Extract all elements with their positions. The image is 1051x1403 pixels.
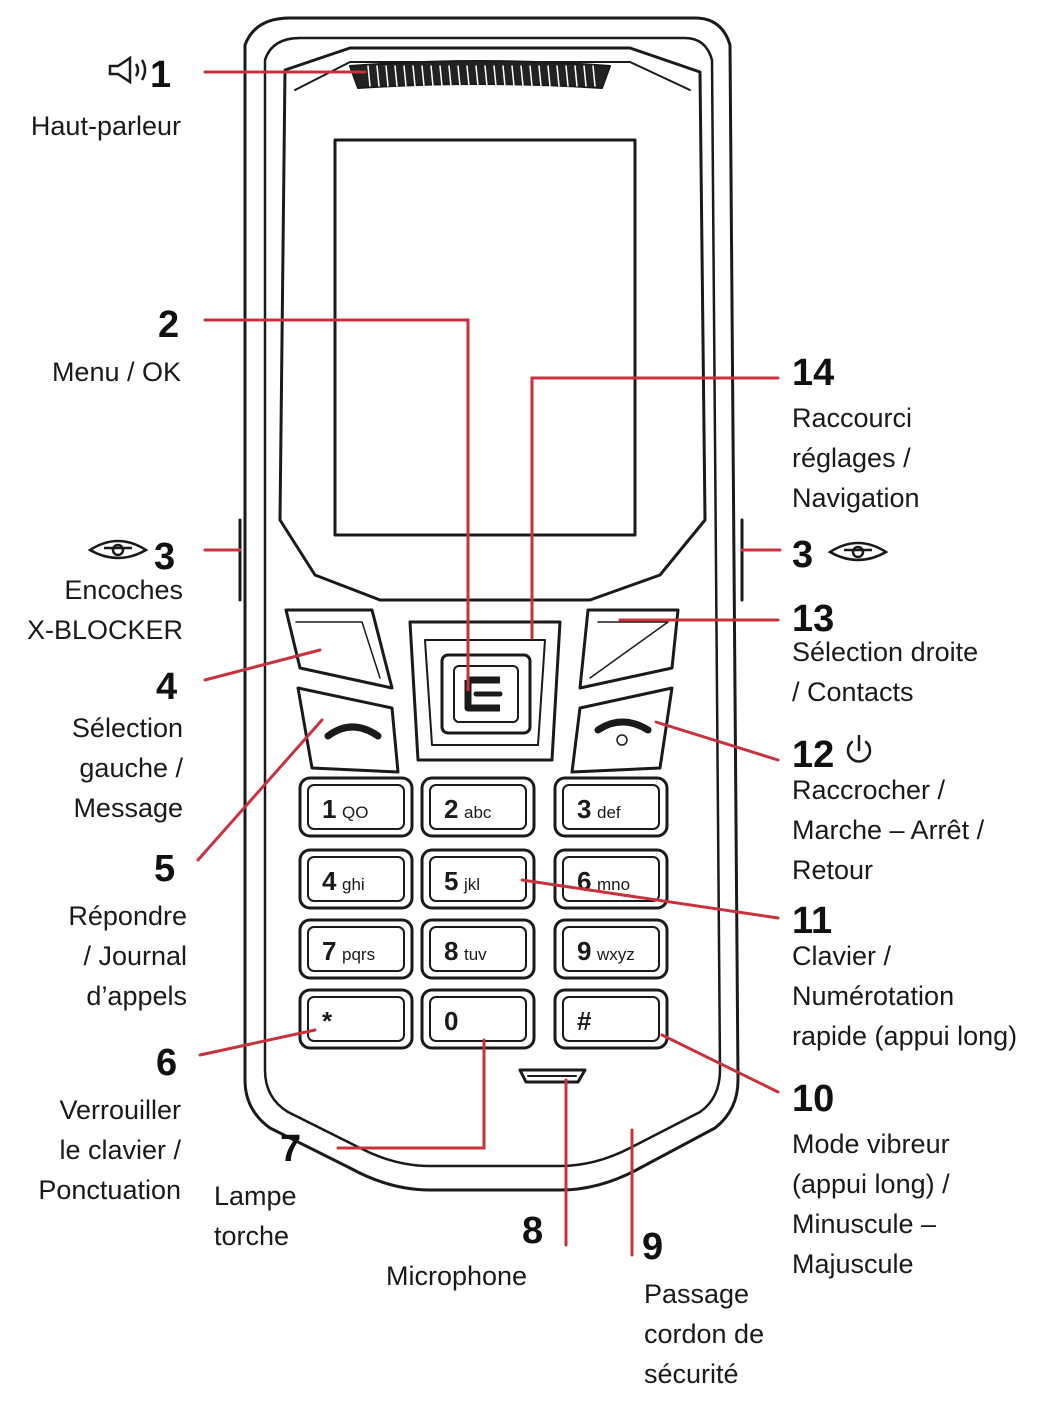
key-8-letters: tuv bbox=[464, 945, 487, 964]
leader-lines bbox=[196, 70, 782, 1257]
callout-label-1: Haut-parleur bbox=[30, 111, 181, 141]
key-4-digit: 4 bbox=[322, 866, 337, 896]
microphone-slot bbox=[518, 1068, 587, 1084]
key-7-letters: pqrs bbox=[342, 945, 375, 964]
key-star-digit: * bbox=[322, 1006, 333, 1036]
key-3: 3 def bbox=[553, 776, 669, 838]
key-0-digit: 0 bbox=[444, 1006, 458, 1036]
leader-2 bbox=[203, 318, 470, 692]
callout-number-4: 4 bbox=[156, 666, 178, 708]
left-soft-key bbox=[284, 608, 394, 690]
key-4: 4 ghi bbox=[298, 848, 414, 910]
callout-number-13: 13 bbox=[792, 598, 835, 640]
top-bezel bbox=[278, 46, 707, 602]
callout-label-11: Clavier / Numérotation rapide (appui lon… bbox=[792, 941, 1018, 1051]
callout-label-13: Sélection droite / Contacts bbox=[792, 637, 979, 707]
phone-body-inner bbox=[263, 36, 722, 1168]
callout-number-2: 2 bbox=[158, 304, 180, 346]
callout-number-6: 6 bbox=[156, 1042, 178, 1084]
leader-10 bbox=[660, 1033, 780, 1094]
callout-label-8: Microphone bbox=[386, 1261, 528, 1291]
callout-number-14: 14 bbox=[792, 352, 835, 394]
x-blocker-notch-icon bbox=[827, 541, 889, 562]
callout-number-9: 9 bbox=[642, 1226, 664, 1268]
key-2: 2 abc bbox=[420, 776, 536, 838]
key-9-digit: 9 bbox=[577, 936, 591, 966]
key-3-digit: 3 bbox=[577, 794, 591, 824]
key-1-digit: 1 bbox=[322, 794, 336, 824]
callout-label-5: Répondre / Journal d’appels bbox=[68, 901, 187, 1011]
leader-11 bbox=[520, 878, 780, 920]
key-7: 7 pqrs bbox=[298, 918, 414, 980]
callout-number-3-right: 3 bbox=[792, 534, 814, 576]
navigation-key bbox=[408, 620, 562, 762]
callout-label-4: Sélection gauche / Message bbox=[71, 713, 183, 823]
phone-hangup-icon bbox=[594, 718, 652, 734]
callout-label-9: Passage cordon de sécurité bbox=[644, 1279, 765, 1389]
key-5-letters: jkl bbox=[463, 875, 480, 894]
right-soft-key bbox=[578, 608, 680, 690]
phone-body-outer bbox=[243, 16, 740, 1192]
callout-label-6: Verrouiller le clavier / Ponctuation bbox=[38, 1095, 181, 1205]
key-4-letters: ghi bbox=[342, 875, 365, 894]
key-1: 1 QO bbox=[298, 776, 414, 838]
key-9-letters: wxyz bbox=[596, 945, 635, 964]
leader-12 bbox=[654, 720, 780, 762]
callout-label-10: Mode vibreur (appui long) / Minuscule – … bbox=[792, 1129, 950, 1279]
x-blocker-notch-icon bbox=[87, 539, 149, 560]
key-6-letters: mno bbox=[597, 875, 630, 894]
key-3-letters: def bbox=[597, 803, 621, 822]
power-icon bbox=[846, 734, 872, 763]
callout-label-7: Lampe torche bbox=[214, 1181, 297, 1251]
menu-ok-key bbox=[440, 653, 532, 735]
callout-number-11: 11 bbox=[792, 900, 833, 942]
key-star: * bbox=[298, 988, 414, 1050]
callout-number-10: 10 bbox=[792, 1078, 835, 1120]
key-2-digit: 2 bbox=[444, 794, 458, 824]
key-5-digit: 5 bbox=[444, 866, 458, 896]
callout-number-3-left: 3 bbox=[154, 536, 176, 578]
speaker-icon bbox=[108, 55, 147, 85]
key-8-digit: 8 bbox=[444, 936, 458, 966]
phone-answer-icon bbox=[324, 723, 382, 740]
key-8: 8 tuv bbox=[420, 918, 536, 980]
key-hash-digit: # bbox=[577, 1006, 592, 1036]
callout-label-3: Encoches X-BLOCKER bbox=[26, 575, 183, 645]
callout-number-1: 1 bbox=[150, 54, 172, 96]
key-hash: # bbox=[553, 988, 669, 1050]
leader-6 bbox=[198, 1028, 317, 1057]
answer-key bbox=[296, 686, 400, 774]
callout-number-12: 12 bbox=[792, 734, 835, 776]
screen bbox=[333, 138, 637, 537]
callout-label-12: Raccrocher / Marche – Arrêt / Retour bbox=[792, 775, 985, 885]
key-2-letters: abc bbox=[464, 803, 492, 822]
speaker-grille bbox=[349, 60, 611, 89]
hangup-key bbox=[570, 686, 674, 774]
key-0: 0 bbox=[420, 988, 536, 1050]
leader-7 bbox=[336, 1038, 486, 1150]
leader-14 bbox=[530, 376, 780, 640]
callout-number-7: 7 bbox=[280, 1128, 302, 1170]
key-5: 5 jkl bbox=[420, 848, 536, 910]
callout-number-5: 5 bbox=[154, 848, 176, 890]
key-7-digit: 7 bbox=[322, 936, 336, 966]
key-1-letters: QO bbox=[342, 803, 368, 822]
leader-4 bbox=[203, 648, 322, 682]
callout-label-2: Menu / OK bbox=[51, 357, 181, 387]
callout-label-14: Raccourci réglages / Navigation bbox=[792, 403, 920, 513]
leader-5 bbox=[196, 718, 324, 862]
key-9: 9 wxyz bbox=[553, 918, 669, 980]
callout-number-8: 8 bbox=[522, 1210, 544, 1252]
